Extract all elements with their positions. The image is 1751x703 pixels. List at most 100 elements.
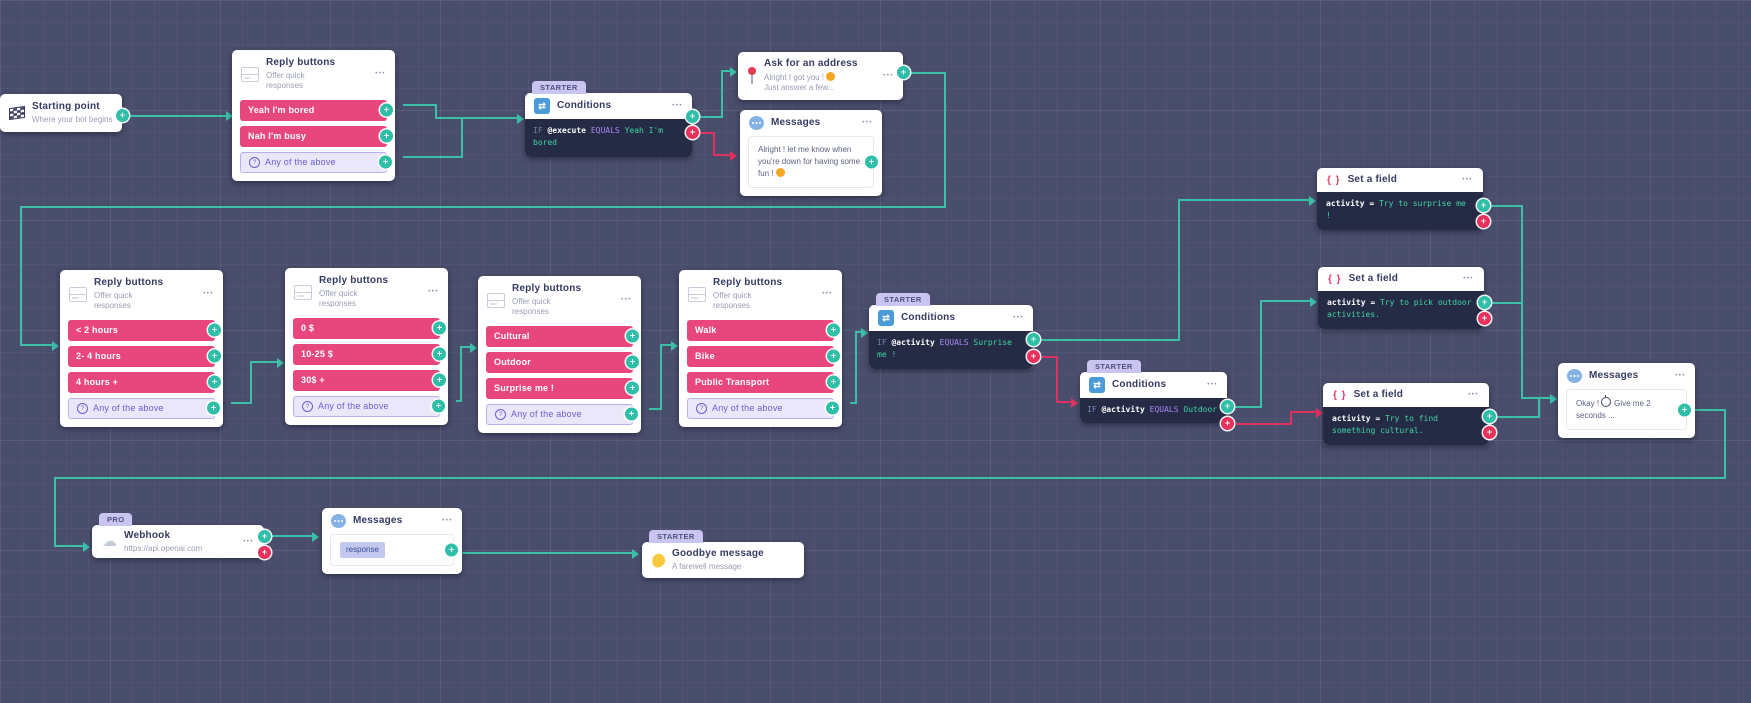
fail-port[interactable]: + <box>258 546 271 559</box>
reply-option[interactable]: Public Transport + <box>687 371 840 393</box>
output-port[interactable]: + <box>1483 410 1496 423</box>
output-port[interactable]: + <box>208 375 221 389</box>
output-port[interactable]: + <box>433 373 446 387</box>
node-set-field-outdoor[interactable]: { } Set a field ••• activity = Try to pi… <box>1318 267 1491 329</box>
node-menu-button[interactable]: ••• <box>1207 382 1218 388</box>
output-port[interactable]: + <box>1478 296 1491 309</box>
output-port[interactable]: + <box>380 103 393 117</box>
output-port[interactable]: + <box>380 129 393 143</box>
output-port[interactable]: + <box>865 155 878 169</box>
output-port[interactable]: + <box>208 323 221 337</box>
reply-option[interactable]: Walk + <box>687 319 840 341</box>
reply-option[interactable]: Yeah I'm bored + <box>240 99 393 121</box>
node-set-field-cultural[interactable]: { } Set a field ••• activity = Try to fi… <box>1323 383 1496 445</box>
output-port[interactable]: + <box>379 155 392 169</box>
node-menu-button[interactable]: ••• <box>1013 315 1024 321</box>
node-menu-button[interactable]: ••• <box>1675 373 1686 379</box>
node-menu-button[interactable]: ••• <box>1468 392 1479 398</box>
connector <box>20 206 946 208</box>
reply-fallback-option[interactable]: ? Any of the above + <box>293 395 445 417</box>
reply-fallback-option[interactable]: ? Any of the above + <box>240 151 392 173</box>
output-port[interactable]: + <box>827 375 840 389</box>
reply-option[interactable]: Surprise me ! + <box>486 377 639 399</box>
node-ask-for-address[interactable]: Ask for an address Alright I got you !Ju… <box>738 52 910 100</box>
output-port[interactable]: + <box>827 323 840 337</box>
reply-option[interactable]: 4 hours + + <box>68 371 221 393</box>
node-reply-buttons-time[interactable]: Reply buttons Offer quick responses ••• … <box>60 270 223 427</box>
fail-port[interactable]: + <box>1477 215 1490 228</box>
reply-option[interactable]: Bike + <box>687 345 840 367</box>
reply-option[interactable]: Nah I'm busy + <box>240 125 393 147</box>
node-reply-buttons-transport[interactable]: Reply buttons Offer quick responses ••• … <box>679 270 842 427</box>
output-port[interactable]: + <box>1477 199 1490 212</box>
node-conditions-execute[interactable]: STARTER ⇄ Conditions ••• IF @execute EQU… <box>525 81 699 157</box>
reply-fallback-option[interactable]: ? Any of the above + <box>486 403 638 425</box>
reply-option[interactable]: Outdoor + <box>486 351 639 373</box>
output-port[interactable]: + <box>626 329 639 343</box>
node-menu-button[interactable]: ••• <box>672 103 683 109</box>
node-reply-buttons-budget[interactable]: Reply buttons Offer quick responses ••• … <box>285 268 448 425</box>
message-text[interactable]: Alright ! let me know when you're down f… <box>748 136 878 188</box>
output-port[interactable]: + <box>626 381 639 395</box>
node-messages-busy[interactable]: Messages ••• Alright ! let me know when … <box>740 110 882 196</box>
reply-option[interactable]: < 2 hours + <box>68 319 221 341</box>
node-reply-buttons-activity[interactable]: Reply buttons Offer quick responses ••• … <box>478 276 641 433</box>
node-menu-button[interactable]: ••• <box>862 120 873 126</box>
reply-option[interactable]: 30$ + + <box>293 369 446 391</box>
success-port[interactable]: + <box>686 110 699 123</box>
output-port[interactable]: + <box>625 407 638 421</box>
node-menu-button[interactable]: ••• <box>428 289 439 296</box>
output-port[interactable]: + <box>433 321 446 335</box>
connector <box>271 535 314 537</box>
fail-port[interactable]: + <box>686 126 699 139</box>
node-webhook[interactable]: PRO ☁ Webhook https://api.openai.com •••… <box>92 513 271 559</box>
node-reply-buttons-mood[interactable]: Reply buttons Offer quick responses ••• … <box>232 50 395 181</box>
output-port[interactable]: + <box>445 543 458 557</box>
fail-port[interactable]: + <box>1483 426 1496 439</box>
node-set-field-surprise[interactable]: { } Set a field ••• activity = Try to su… <box>1317 168 1490 230</box>
output-port[interactable]: + <box>432 399 445 413</box>
reply-option[interactable]: Cultural + <box>486 325 639 347</box>
node-goodbye-message[interactable]: STARTER Goodbye message A farewell messa… <box>642 530 804 579</box>
output-port[interactable]: + <box>1678 403 1691 416</box>
node-menu-button[interactable]: ••• <box>822 291 833 298</box>
node-conditions-outdoor[interactable]: STARTER ⇄ Conditions ••• IF @activity EQ… <box>1080 360 1234 430</box>
grin-emoji-icon <box>826 72 836 81</box>
node-conditions-surprise[interactable]: STARTER ⇄ Conditions ••• IF @activity EQ… <box>869 293 1040 369</box>
output-port[interactable]: + <box>626 355 639 369</box>
fail-port[interactable]: + <box>1027 350 1040 363</box>
output-port[interactable]: + <box>827 349 840 363</box>
node-menu-button[interactable]: ••• <box>203 291 214 298</box>
node-menu-button[interactable]: ••• <box>442 518 453 524</box>
node-messages-response[interactable]: Messages ••• response + <box>322 508 462 574</box>
reply-option[interactable]: 10-25 $ + <box>293 343 446 365</box>
node-starting-point[interactable]: Starting point Where your bot begins + <box>0 94 129 133</box>
output-port[interactable]: + <box>207 401 220 415</box>
reply-fallback-option[interactable]: ? Any of the above + <box>687 397 839 419</box>
node-menu-button[interactable]: ••• <box>621 297 632 304</box>
reply-fallback-option[interactable]: ? Any of the above + <box>68 397 220 419</box>
chat-bubble-icon <box>1567 369 1582 383</box>
output-port[interactable]: + <box>116 109 129 122</box>
fail-port[interactable]: + <box>1478 312 1491 325</box>
message-text[interactable]: Okay !Give me 2 seconds ... + <box>1566 389 1691 430</box>
reply-option[interactable]: 0 $ + <box>293 317 446 339</box>
output-port[interactable]: + <box>208 349 221 363</box>
node-menu-button[interactable]: ••• <box>375 71 386 78</box>
output-port[interactable]: + <box>897 66 910 79</box>
fail-port[interactable]: + <box>1221 417 1234 430</box>
success-port[interactable]: + <box>258 530 271 543</box>
connector-arrow <box>52 341 59 351</box>
node-messages-wait[interactable]: Messages ••• Okay !Give me 2 seconds ...… <box>1558 363 1695 438</box>
node-menu-button[interactable]: ••• <box>1463 276 1474 282</box>
message-text[interactable]: response + <box>330 534 458 566</box>
output-port[interactable]: + <box>433 347 446 361</box>
output-port[interactable]: + <box>826 401 839 415</box>
node-menu-button[interactable]: ••• <box>883 72 894 79</box>
node-menu-button[interactable]: ••• <box>1462 177 1473 183</box>
success-port[interactable]: + <box>1221 400 1234 413</box>
node-menu-button[interactable]: ••• <box>243 538 254 545</box>
reply-option[interactable]: 2- 4 hours + <box>68 345 221 367</box>
success-port[interactable]: + <box>1027 333 1040 346</box>
